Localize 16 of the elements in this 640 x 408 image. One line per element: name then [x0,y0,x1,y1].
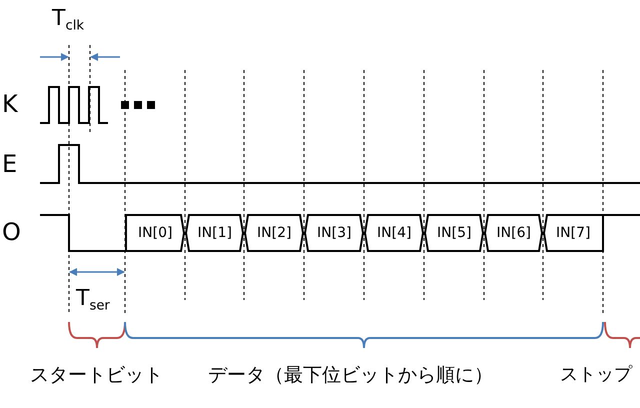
bit-label: IN[3] [317,226,352,240]
bit-label: IN[4] [377,226,412,240]
bit-label: IN[2] [257,226,292,240]
signal-name: E [2,152,18,176]
brace-label: データ（最下位ビットから順に） [208,366,493,385]
bit-label: IN[6] [496,226,531,240]
bit-label: IN[1] [198,226,232,240]
signal-name: K [2,92,18,116]
bit-label: IN[7] [556,226,590,240]
brace-label: ストップ [560,366,632,384]
time-label: T$_{clk}$ [52,8,84,33]
time-label: T$_{ser}$ [76,288,110,313]
bit-label: IN[5] [437,226,472,240]
signal-name: O [2,220,21,244]
brace-label: スタートビット [30,366,163,385]
bit-label: IN[0] [138,226,172,240]
